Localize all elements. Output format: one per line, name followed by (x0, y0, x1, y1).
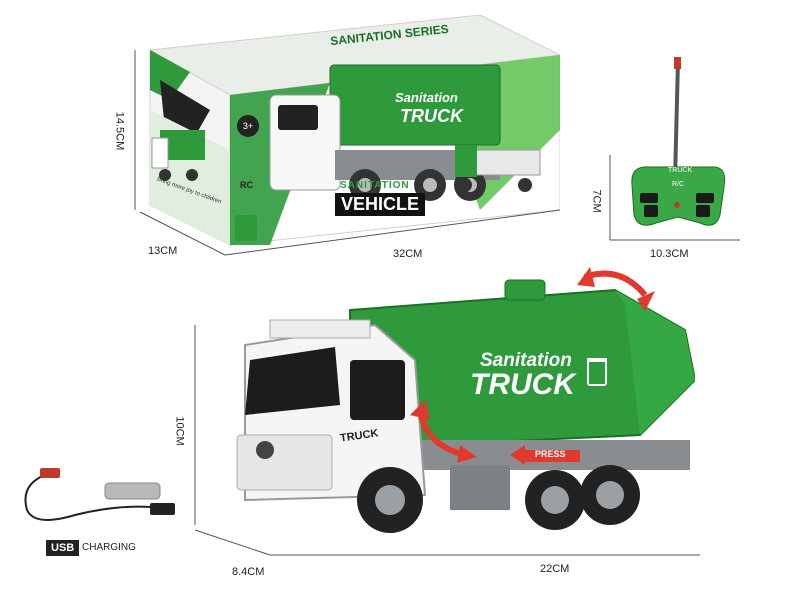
truck-body-line2: TRUCK (470, 368, 575, 401)
usb-cable-art (24, 468, 175, 521)
product-box: SANITATION SERIES 3+ RC Bring more joy t… (130, 10, 562, 250)
remote-control: TRUCK R/C (620, 55, 730, 235)
press-label: PRESS (535, 449, 566, 459)
truck-height-label: 10CM (173, 416, 186, 446)
box-truck-side-line2: TRUCK (400, 106, 463, 126)
remote-art (631, 57, 726, 226)
garbage-truck-art (236, 267, 697, 533)
remote-label-mid: R/C (672, 181, 685, 188)
box-rc-label: RC (240, 180, 253, 190)
usb-cable (15, 465, 185, 535)
box-truck-side-line1: Sanitation (395, 90, 458, 105)
truck-length-label: 22CM (540, 563, 570, 575)
remote-label-top: TRUCK (668, 167, 693, 174)
truck-body-line1: Sanitation (480, 350, 572, 371)
remote-width-label: 10.3CM (650, 248, 689, 260)
box-height-label: 14.5CM (113, 111, 126, 151)
box-depth-label: 13CM (148, 245, 178, 257)
truck-width-label: 8.4CM (232, 566, 265, 578)
usb-badge: USB (46, 540, 80, 556)
box-age-badge-text: 3+ (242, 121, 254, 131)
garbage-truck: Sanitation TRUCK TRUCK PRESS (225, 265, 697, 545)
product-box-art (148, 14, 562, 246)
box-subtitle: SANITATION (340, 180, 410, 191)
remote-height-label: 7CM (590, 189, 603, 213)
usb-label: USB (51, 542, 75, 554)
trash-can-icon (587, 358, 607, 386)
box-main-title: VEHICLE (335, 193, 426, 216)
charging-label: CHARGING (82, 542, 136, 553)
box-length-label: 32CM (393, 248, 423, 260)
box-age-badge: 3+ (237, 115, 259, 137)
